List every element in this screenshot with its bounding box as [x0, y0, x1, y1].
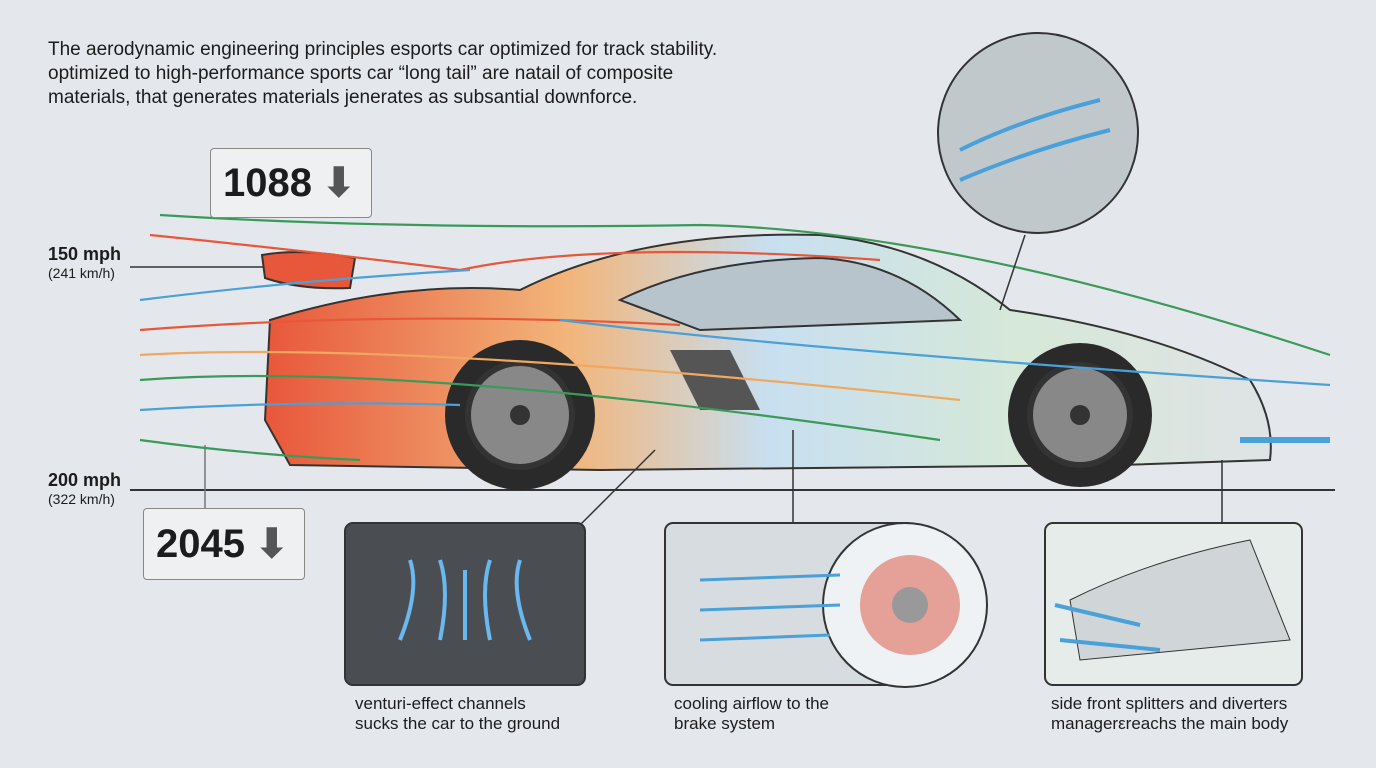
rear-wheel — [445, 340, 595, 490]
caption-splitter: side front splitters and diverters manag… — [1051, 694, 1288, 734]
caption-line: side front splitters and diverters — [1051, 694, 1288, 713]
speed-kmh: (322 km/h) — [48, 491, 115, 507]
speed-label-200: 200 mph (322 km/h) — [48, 470, 121, 509]
arrow-down-icon: ⬇ — [321, 161, 356, 205]
arrow-down-icon: ⬇ — [254, 522, 289, 566]
side-intake — [670, 350, 760, 410]
speed-label-150: 150 mph (241 km/h) — [48, 244, 121, 283]
downforce-value: 1088 — [223, 160, 312, 205]
detail-splitter — [1044, 522, 1303, 686]
caption-venturi: venturi-effect channels sucks the car to… — [355, 694, 560, 734]
caption-line: cooling airflow to the — [674, 694, 829, 713]
airflow-lines — [139, 213, 1331, 462]
downforce-value: 2045 — [156, 521, 245, 566]
caption-line: managerεreachs the main body — [1051, 714, 1289, 733]
front-wheel — [1008, 343, 1152, 487]
detail-venturi — [344, 522, 586, 686]
detail-brake — [664, 522, 988, 688]
car-window — [617, 256, 963, 332]
downforce-badge-2: 2045 ⬇ — [143, 508, 305, 580]
speed-mph: 200 mph — [48, 470, 122, 490]
caption-line: sucks the car to the ground — [355, 714, 561, 733]
downforce-badge-1: 1088 ⬇ — [210, 148, 372, 218]
caption-brake: cooling airflow to the brake system — [674, 694, 829, 734]
caption-line: brake system — [674, 714, 776, 733]
speed-mph: 150 mph — [48, 244, 122, 264]
intro-text: The aerodynamic engineering principles e… — [48, 39, 718, 108]
detail-circle-top — [937, 32, 1139, 234]
caption-line: venturi-effect channels — [355, 694, 526, 713]
speed-kmh: (241 km/h) — [48, 265, 115, 281]
